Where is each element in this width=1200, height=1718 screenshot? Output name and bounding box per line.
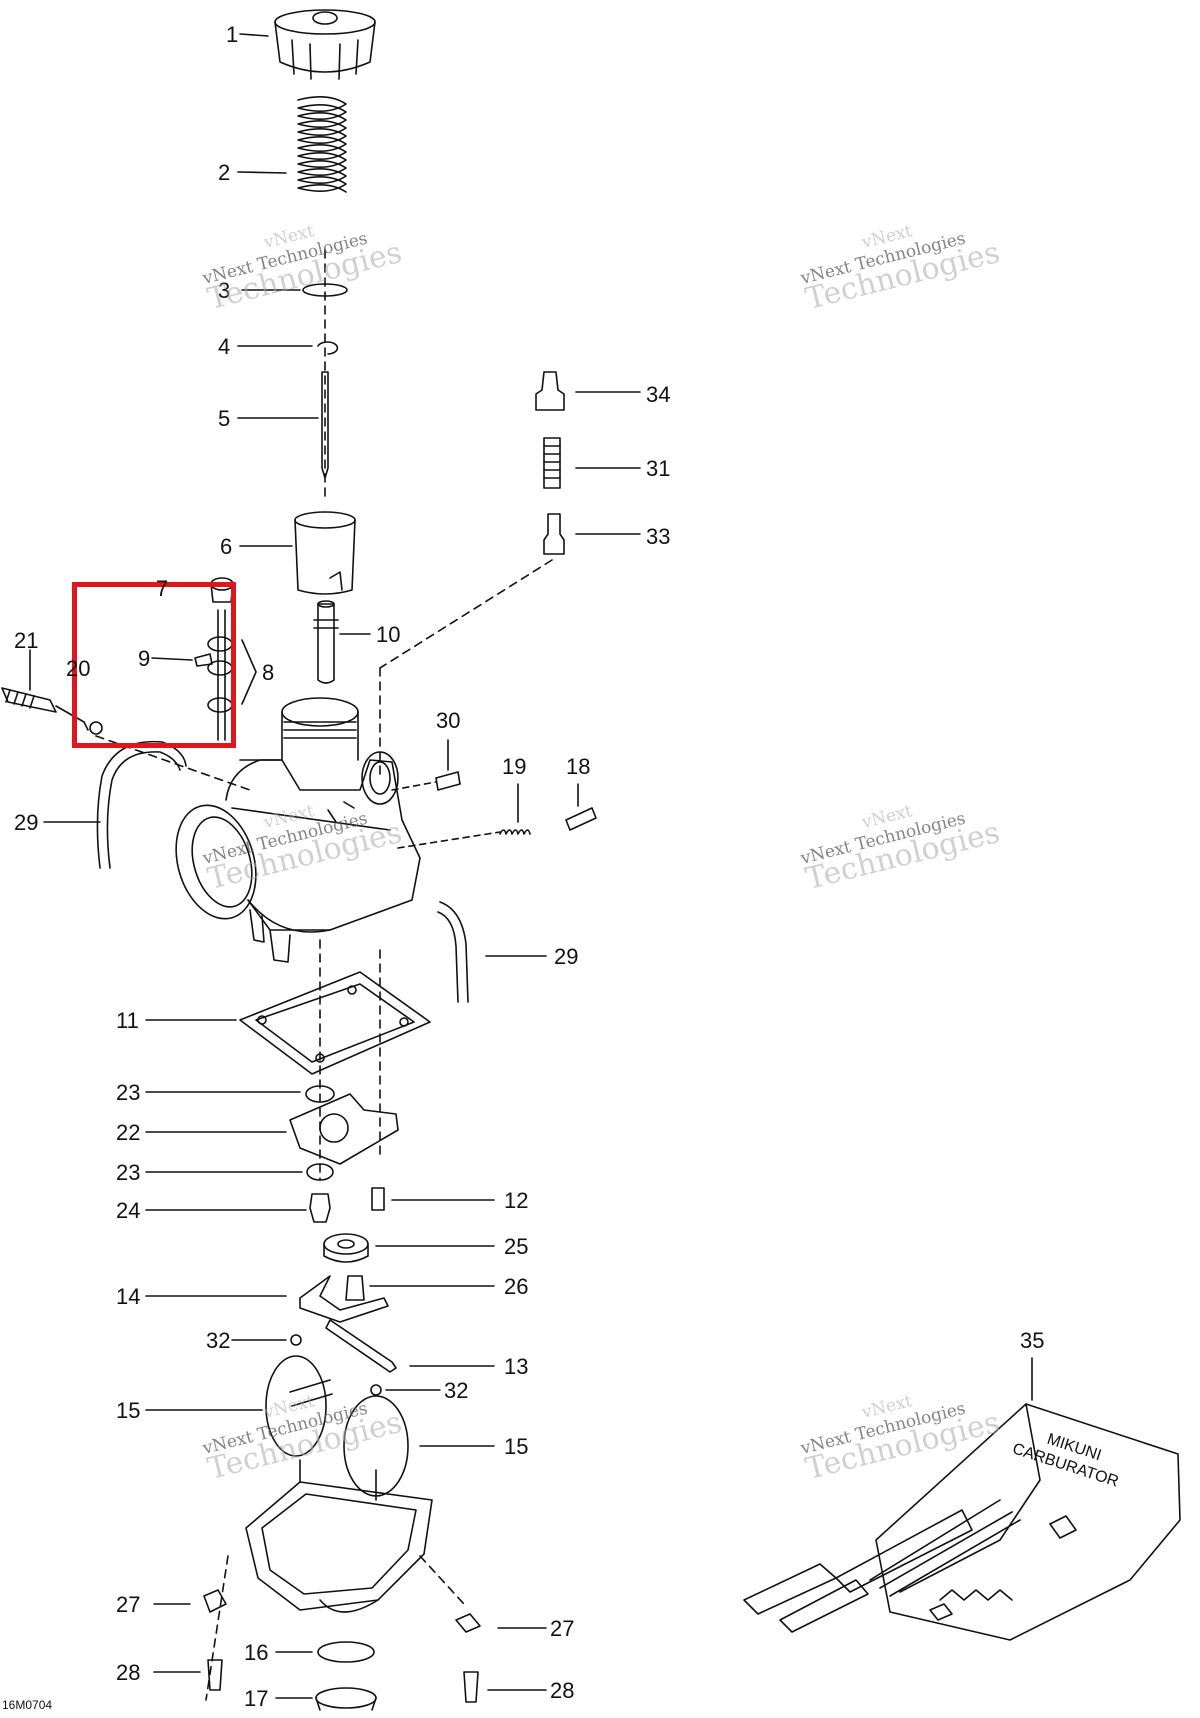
part-tool-kit <box>743 1403 1181 1641</box>
part-cap <box>274 9 376 80</box>
part-float-bowl <box>245 1459 433 1613</box>
part-carburetor-body <box>175 697 421 963</box>
part-spring <box>297 96 347 193</box>
